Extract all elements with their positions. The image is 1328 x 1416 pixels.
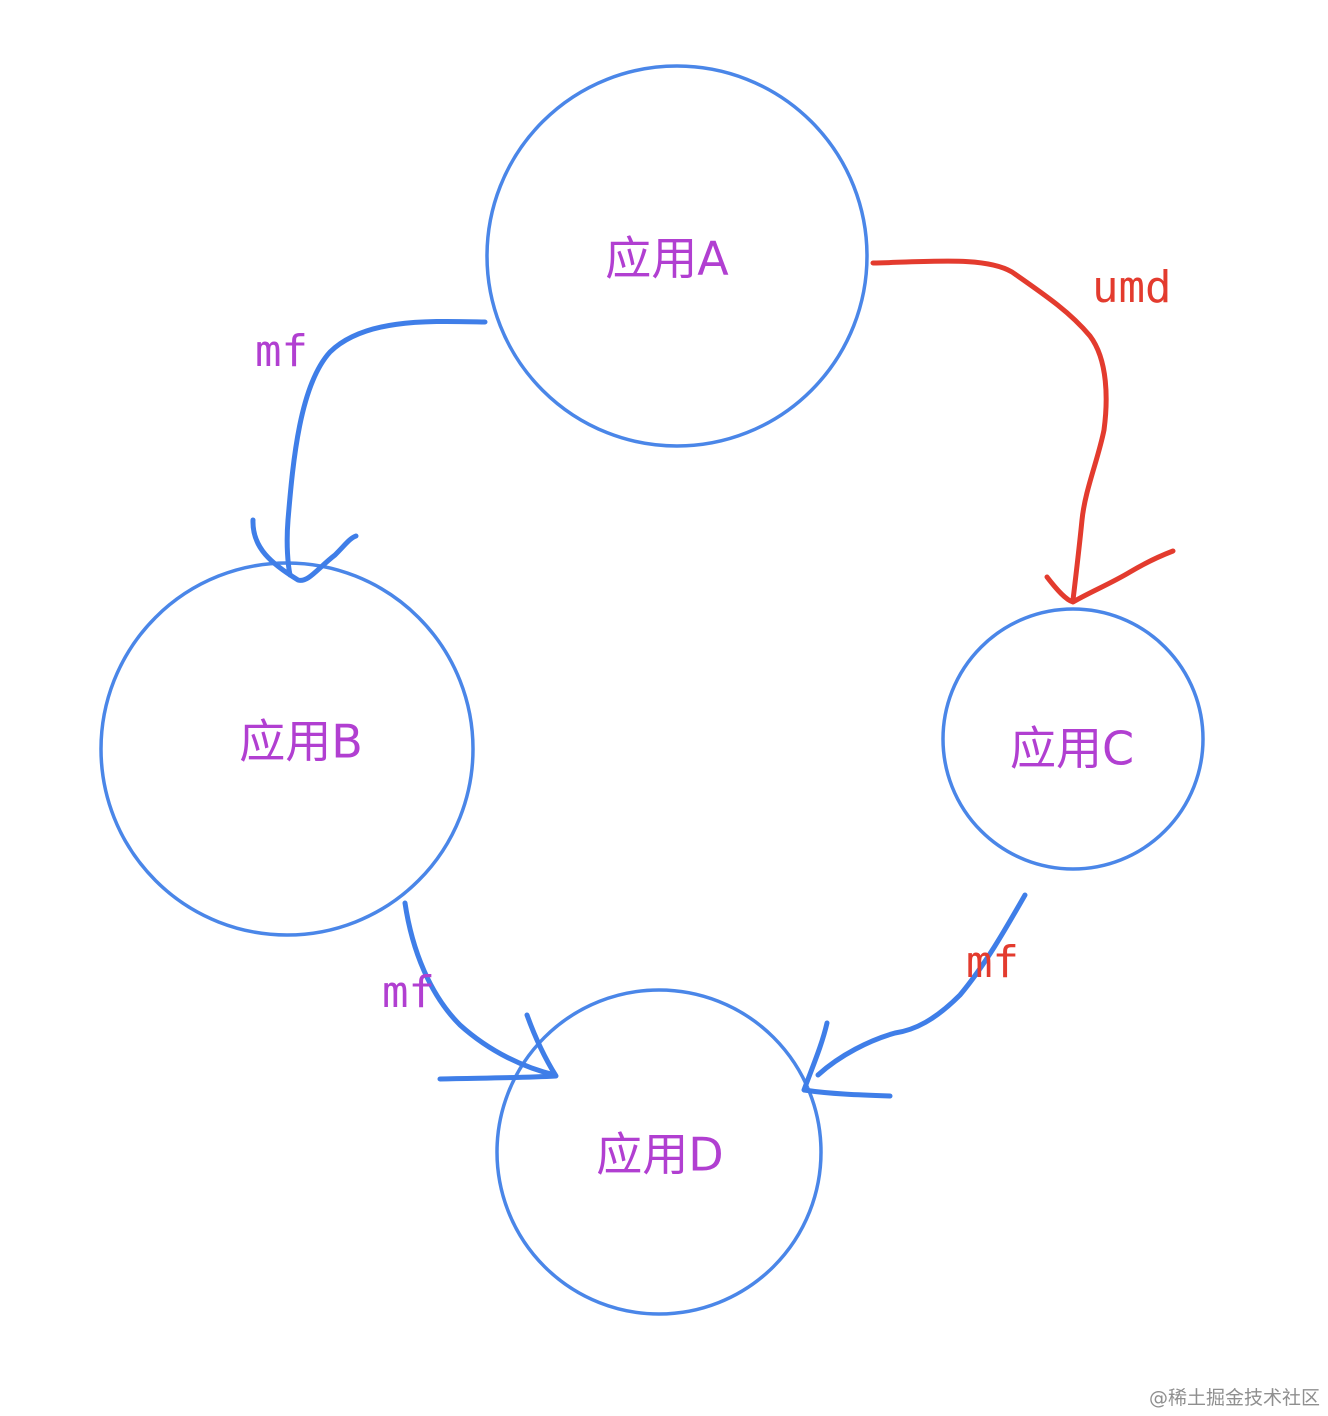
edge-a-to-c-line — [870, 258, 1109, 603]
edge-b-to-d-line — [402, 900, 558, 1078]
node-c-circle — [941, 607, 1205, 871]
edge-c-to-d-arrowhead — [801, 1020, 893, 1099]
edge-c-to-d-line — [815, 892, 1028, 1078]
node-d-circle — [495, 988, 823, 1316]
node-d: 应用D — [495, 988, 823, 1316]
edge-a-to-b-arrowhead — [250, 517, 359, 583]
edge-b-to-d-label: mf — [382, 967, 435, 1018]
edge-a-to-c-arrowhead — [1044, 548, 1176, 605]
node-a-label: 应用A — [605, 232, 729, 286]
edge-a-to-c-label: umd — [1092, 262, 1171, 313]
node-a-circle — [485, 64, 869, 448]
edge-a-to-b-line — [284, 318, 488, 578]
node-c: 应用C — [941, 607, 1205, 871]
edge-a-to-c: umd — [870, 258, 1176, 605]
edge-a-to-b: mf — [250, 318, 488, 583]
edge-c-to-d: mf — [801, 892, 1028, 1099]
node-a: 应用A — [485, 64, 869, 448]
node-b: 应用B — [99, 561, 475, 937]
node-c-label: 应用C — [1010, 722, 1134, 776]
node-d-label: 应用D — [596, 1128, 723, 1182]
watermark: @稀土掘金技术社区 — [1148, 1387, 1320, 1409]
node-b-label: 应用B — [239, 715, 363, 769]
edge-a-to-b-label: mf — [255, 326, 308, 377]
edge-c-to-d-label: mf — [966, 937, 1019, 988]
edge-b-to-d: mf — [382, 900, 559, 1082]
edge-b-to-d-arrowhead — [437, 1012, 559, 1082]
